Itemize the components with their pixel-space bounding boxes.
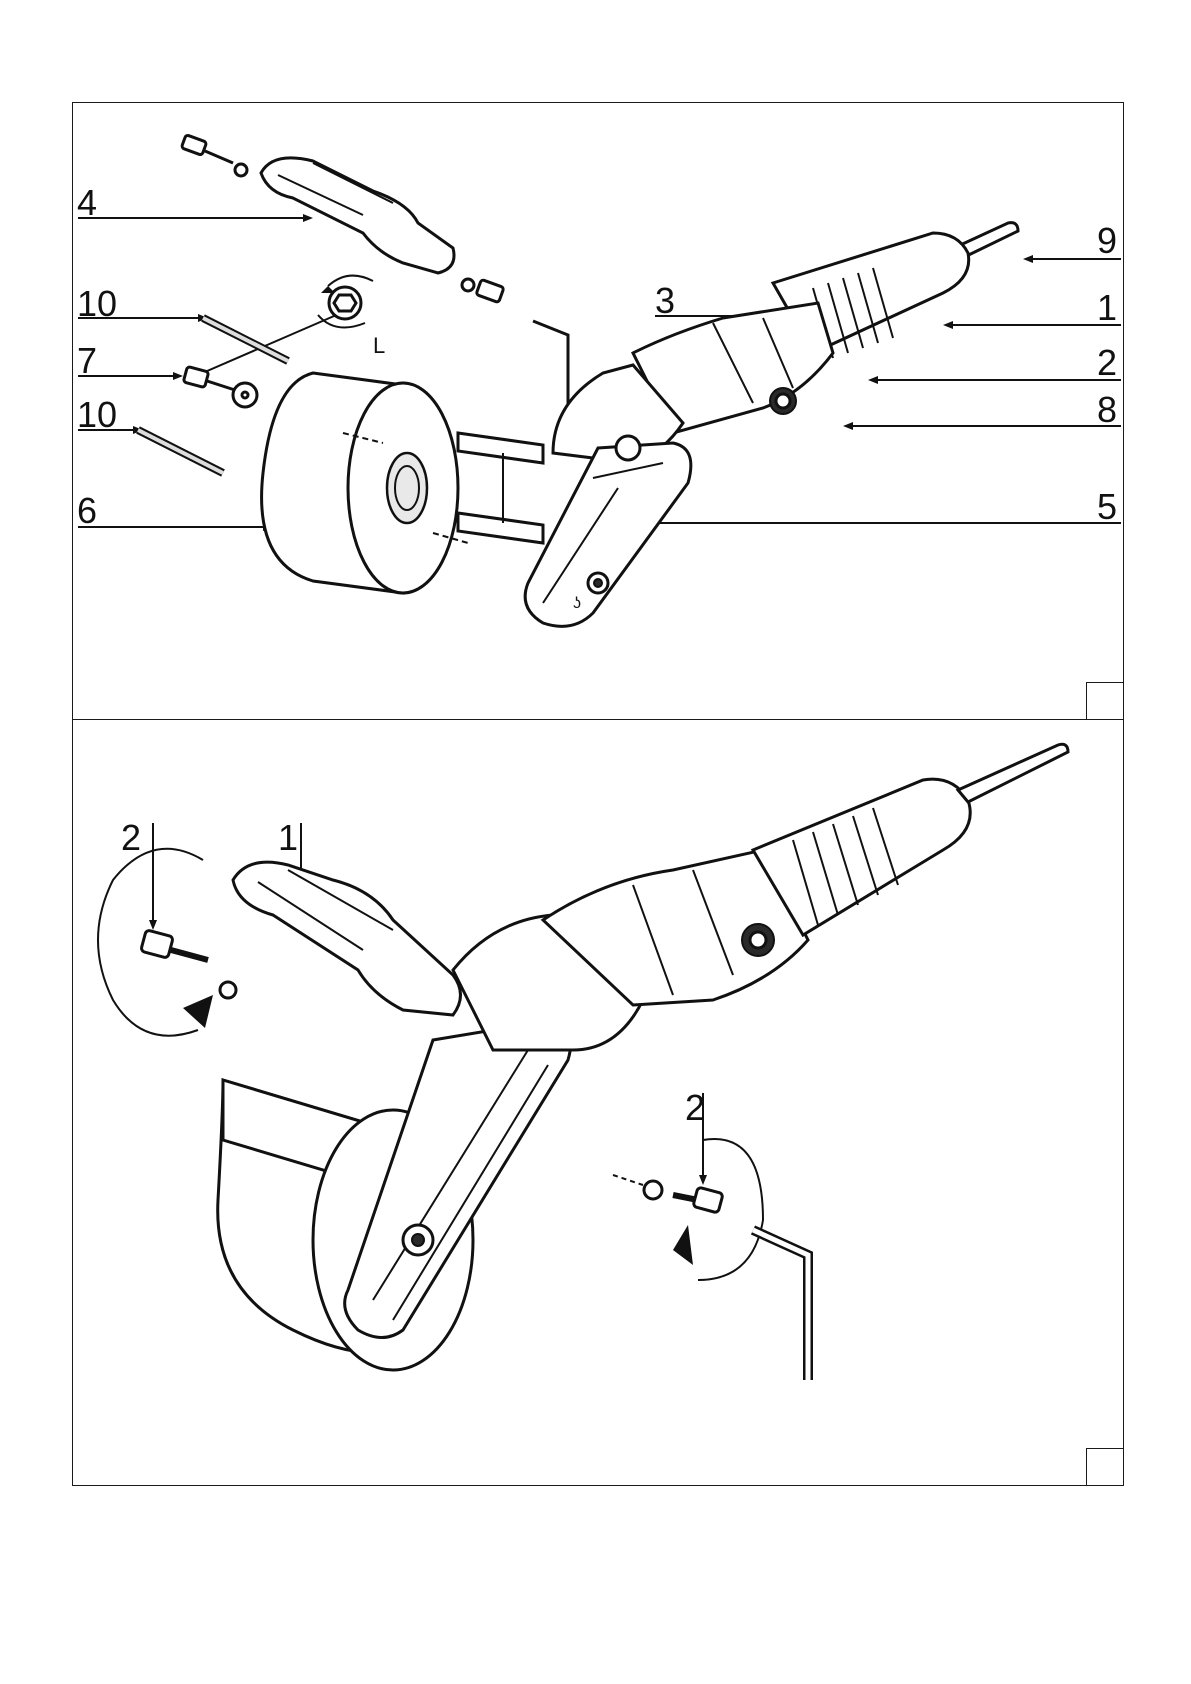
- callout-8: 8: [1097, 392, 1117, 428]
- callout-2-left: 2: [121, 820, 141, 856]
- callout-1: 1: [278, 820, 298, 856]
- svg-text:ʖ: ʖ: [573, 595, 581, 612]
- sanding-drum: [262, 373, 468, 593]
- callout-10-lower: 10: [77, 397, 117, 433]
- figure-1-exploded-view: L: [72, 102, 1124, 720]
- callout-2: 2: [1097, 345, 1117, 381]
- callout-10-upper: 10: [77, 286, 117, 322]
- figure-2-assembly-view: 2 1 2: [72, 719, 1124, 1486]
- right-bolt-and-washer: [613, 1175, 723, 1213]
- callout-5: 5: [1097, 489, 1117, 525]
- front-arm-part: [233, 862, 461, 1015]
- callout-4: 4: [77, 185, 97, 221]
- callout-6: 6: [77, 493, 97, 529]
- figure-2-drawing: [73, 720, 1125, 1487]
- callout-7: 7: [77, 343, 97, 379]
- callout-9: 9: [1097, 223, 1117, 259]
- mounting-bracket: [458, 433, 543, 543]
- callout-3: 3: [655, 283, 675, 319]
- left-bolt: [141, 930, 236, 998]
- bolt-and-washer: [183, 366, 257, 407]
- figure-2-number-box: [1086, 1448, 1124, 1486]
- tool-body: [453, 744, 1068, 1050]
- rotation-mark: L: [373, 333, 385, 358]
- figure-1-number-box: [1086, 682, 1124, 720]
- hex-key: [753, 1230, 808, 1380]
- callout-2-right: 2: [685, 1090, 705, 1126]
- figure-1-drawing: L: [73, 103, 1125, 721]
- tool-body: ʖ: [525, 223, 1018, 627]
- callout-1: 1: [1097, 290, 1117, 326]
